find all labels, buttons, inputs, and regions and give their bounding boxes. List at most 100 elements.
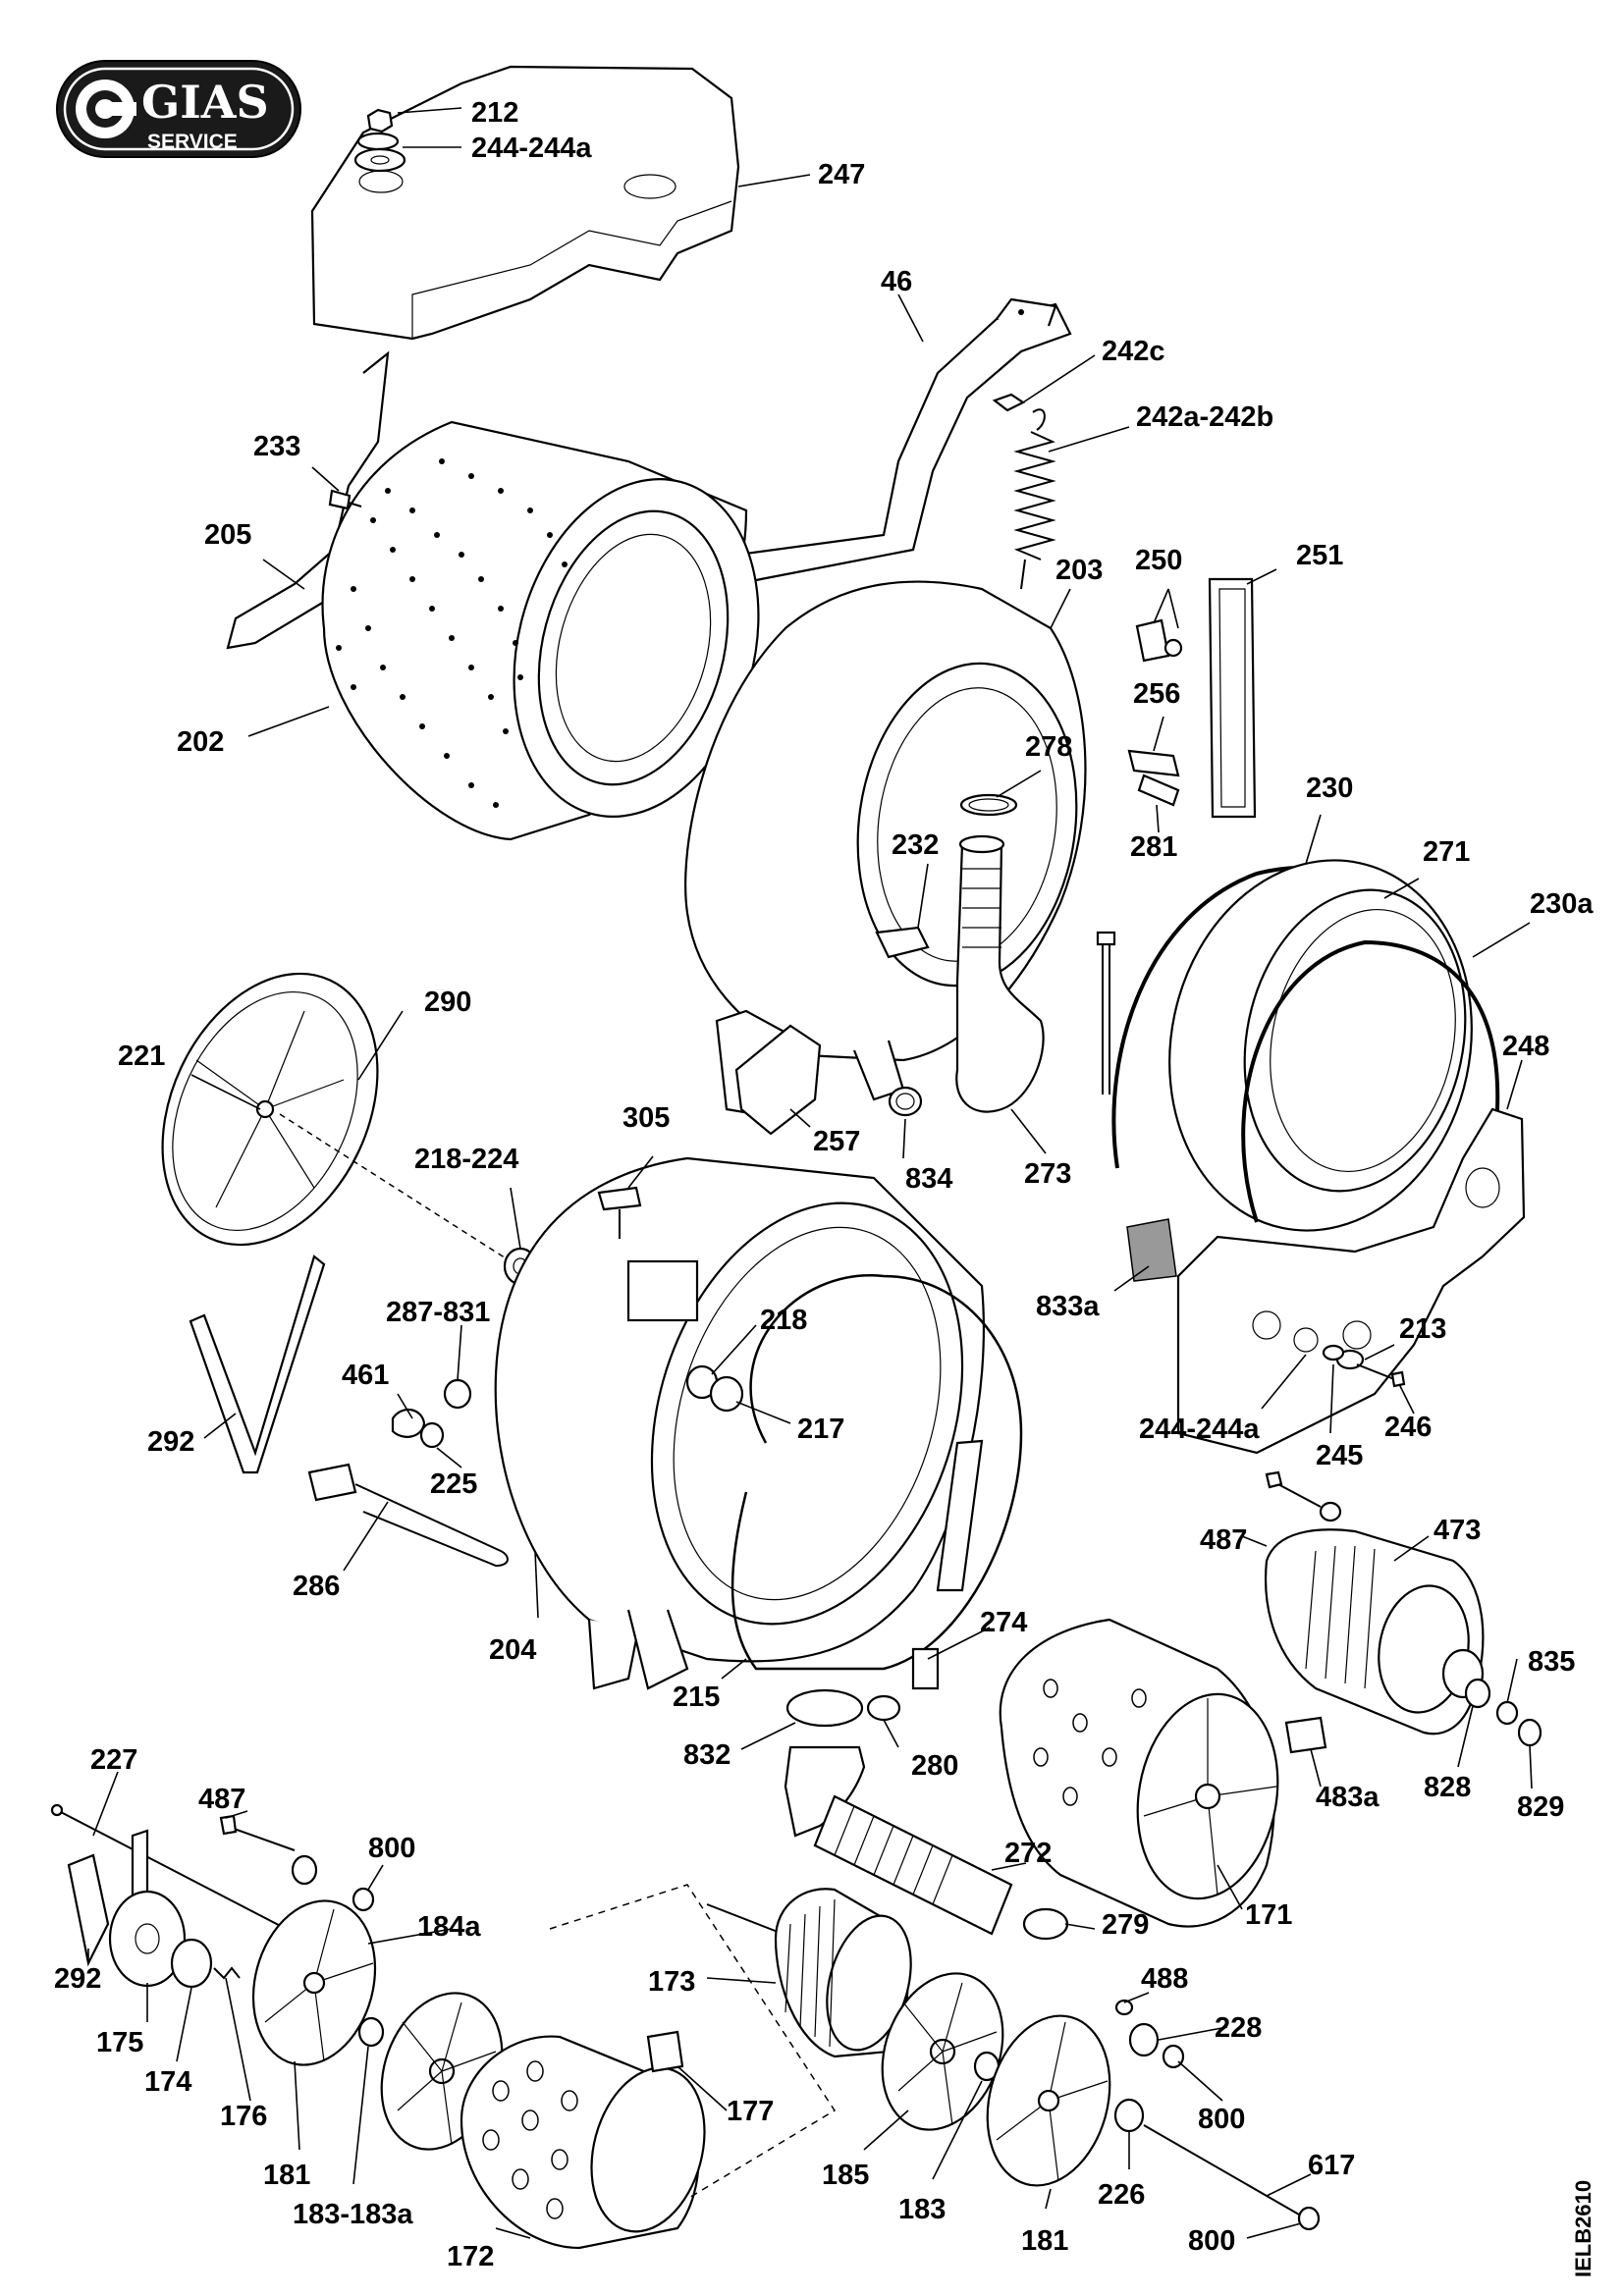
callout-181-right: 181: [1021, 2225, 1068, 2257]
callout-183-183a: 183-183a: [293, 2199, 413, 2230]
part-286-heater: [307, 1463, 509, 1568]
callout-228: 228: [1215, 2012, 1262, 2044]
callout-185: 185: [822, 2160, 869, 2191]
part-215-gasket: [730, 1273, 1023, 1671]
part-226-bushing: [1113, 2098, 1145, 2133]
part-273-hose: [955, 834, 1045, 1113]
part-832-filter: [784, 1688, 866, 1838]
part-181-right-flange: [986, 2014, 1111, 2187]
callout-271: 271: [1423, 836, 1470, 868]
callout-461: 461: [342, 1360, 389, 1391]
callout-202: 202: [177, 726, 224, 758]
part-274-pipe: [911, 1439, 984, 1690]
assembly-dashed-outline: [549, 1884, 837, 2200]
callout-225: 225: [430, 1468, 477, 1500]
part-617-rod: [1143, 2124, 1307, 2219]
callout-226: 226: [1098, 2179, 1145, 2211]
callout-184a: 184a: [417, 1911, 481, 1943]
part-174-bearing: [170, 1938, 213, 1989]
part-800-a-nut: [352, 1887, 375, 1912]
part-280-clamp: [866, 1694, 901, 1722]
part-487-left-bolt: [219, 1814, 318, 1886]
callout-242a-242b: 242a-242b: [1136, 401, 1273, 433]
callout-800-c: 800: [1188, 2225, 1235, 2257]
part-172-stator: [460, 2035, 706, 2250]
callout-244-244a-top: 244-244a: [471, 133, 592, 164]
callout-305: 305: [622, 1102, 670, 1134]
callout-213: 213: [1399, 1313, 1446, 1345]
part-305-clip: [597, 1186, 642, 1239]
callout-212: 212: [471, 97, 518, 129]
part-248-counterweight: [1176, 1107, 1526, 1455]
document-ref-code: IELB2610: [1571, 2180, 1596, 2277]
callout-487-right: 487: [1200, 1524, 1247, 1556]
part-242ab-spring: [1013, 408, 1056, 590]
part-173-rotor: [706, 1888, 944, 2058]
part-204-front-tub: [494, 1156, 985, 1690]
part-835-nut: [1495, 1700, 1519, 1726]
part-212-nut: [353, 108, 406, 173]
callout-272: 272: [1004, 1838, 1052, 1869]
part-46-bracket: [700, 297, 1072, 591]
callout-221: 221: [118, 1041, 165, 1072]
callout-175: 175: [96, 2027, 143, 2058]
callout-800-a: 800: [368, 1833, 415, 1864]
part-251-gasket-strip: [1208, 577, 1257, 819]
callout-835: 835: [1528, 1646, 1575, 1678]
part-184a-flange: [251, 1899, 377, 2066]
part-228-bushing: [1128, 2022, 1160, 2057]
callout-218: 218: [760, 1305, 807, 1336]
leader-lines: [87, 107, 1533, 2239]
part-232-sensor: [875, 926, 930, 959]
callout-46: 46: [881, 266, 912, 297]
callout-227: 227: [90, 1744, 137, 1776]
callout-473: 473: [1434, 1515, 1481, 1546]
part-171-motor-housing: [999, 1618, 1279, 1928]
callout-181-left: 181: [263, 2160, 310, 2191]
callout-250: 250: [1135, 545, 1182, 576]
part-257-bracket: [734, 1024, 822, 1136]
part-292-belt: [189, 1255, 326, 1474]
callout-256: 256: [1133, 678, 1180, 710]
callout-183: 183: [898, 2194, 946, 2225]
part-279-clamp: [1022, 1907, 1069, 1941]
part-800-c-nut: [1297, 2206, 1321, 2231]
callout-617: 617: [1308, 2150, 1355, 2181]
callout-242c: 242c: [1102, 336, 1165, 367]
callout-203: 203: [1055, 555, 1103, 586]
part-250-clip: [1135, 618, 1183, 663]
callout-487-left: 487: [198, 1784, 245, 1815]
callout-279: 279: [1102, 1909, 1149, 1941]
part-488-washer: [1114, 1999, 1134, 2016]
callout-244-244a-mid: 244-244a: [1139, 1414, 1260, 1445]
callout-833a: 833a: [1036, 1291, 1100, 1322]
part-217-seal: [709, 1375, 744, 1413]
callout-205: 205: [204, 519, 251, 551]
callout-232: 232: [892, 829, 939, 861]
callout-215: 215: [673, 1682, 720, 1713]
logo-subtitle-text: SERVICE: [147, 131, 238, 153]
part-246-bolt: [1356, 1363, 1406, 1388]
callout-177: 177: [727, 2096, 774, 2127]
callout-286: 286: [293, 1571, 340, 1602]
callout-290: 290: [424, 987, 471, 1018]
part-461-clip: [391, 1408, 426, 1438]
part-278-clamp: [959, 793, 1018, 817]
part-833a-label: [1126, 1218, 1177, 1282]
callout-834: 834: [905, 1163, 952, 1195]
part-281-pin: [1137, 774, 1180, 807]
part-256-clip: [1127, 749, 1180, 777]
callout-233: 233: [253, 431, 300, 462]
part-473-motor: [1265, 1528, 1485, 1735]
callout-488: 488: [1141, 1963, 1188, 1995]
callout-246: 246: [1384, 1412, 1432, 1443]
callout-247: 247: [818, 159, 865, 190]
callout-labels: 212 244-244a 247 46 242c 242a-242b 233 2…: [54, 97, 1594, 2272]
callout-171: 171: [1245, 1899, 1292, 1931]
part-828-pulley: [1464, 1678, 1491, 1709]
callout-204: 204: [489, 1634, 536, 1666]
logo-brand-text: GIAS: [141, 76, 269, 129]
part-834-plug: [888, 1086, 923, 1117]
callout-278: 278: [1025, 731, 1072, 763]
callout-829: 829: [1517, 1791, 1564, 1823]
